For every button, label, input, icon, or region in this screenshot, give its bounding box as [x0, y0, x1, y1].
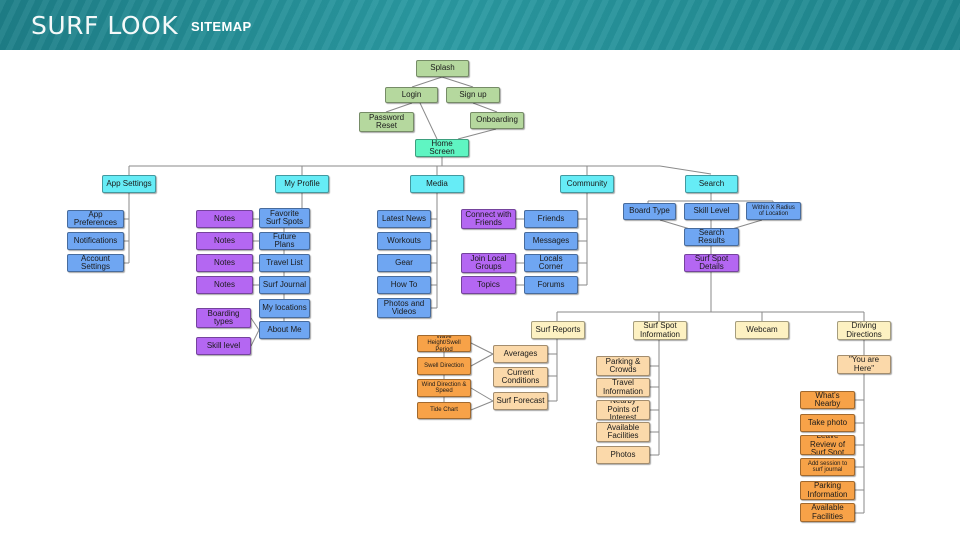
node-friends: Friends	[524, 210, 578, 228]
node-leave-review: Leave Review of Surf Spot	[800, 435, 855, 455]
node-photos-videos: Photos and Videos	[377, 298, 431, 318]
node-messages: Messages	[524, 232, 578, 250]
node-notes-1: Notes	[196, 210, 253, 228]
node-home-screen: Home Screen	[415, 139, 469, 157]
node-surf-spot-details: Surf Spot Details	[684, 254, 739, 272]
node-future-plans: Future Plans	[259, 232, 310, 250]
header-banner: SURF LOOK SITEMAP	[0, 0, 960, 50]
node-board-type: Board Type	[623, 203, 676, 220]
node-surf-reports: Surf Reports	[531, 321, 585, 339]
node-app-preferences: App Preferences	[67, 210, 124, 228]
node-parking-crowds: Parking & Crowds	[596, 356, 650, 376]
node-nearby-points: Nearby Points of Interest	[596, 400, 650, 420]
node-wind-direction: Wind Direction & Speed	[417, 379, 471, 397]
node-available-facilities-info: Available Facilities	[596, 422, 650, 442]
node-surf-spot-information: Surf Spot Information	[633, 321, 687, 340]
node-boarding-types: Boarding types	[196, 308, 251, 328]
node-travel-information: Travel Information	[596, 378, 650, 397]
node-search: Search	[685, 175, 738, 193]
node-within-radius: Within X Radius of Location	[746, 202, 801, 220]
node-webcam: Webcam	[735, 321, 789, 339]
node-surf-journal: Surf Journal	[259, 276, 310, 294]
node-notes-4: Notes	[196, 276, 253, 294]
node-join-local-groups: Join Local Groups	[461, 253, 516, 273]
node-travel-list: Travel List	[259, 254, 310, 272]
node-gear: Gear	[377, 254, 431, 272]
node-notifications: Notifications	[67, 232, 124, 250]
node-app-settings: App Settings	[102, 175, 156, 193]
node-onboarding: Onboarding	[470, 112, 524, 129]
node-photos: Photos	[596, 446, 650, 464]
node-driving-directions: Driving Directions	[837, 321, 891, 340]
node-available-facilities-driving: Available Facilities	[800, 503, 855, 522]
node-account-settings: Account Settings	[67, 254, 124, 272]
node-notes-3: Notes	[196, 254, 253, 272]
node-password-reset: Password Reset	[359, 112, 414, 132]
node-connect-friends: Connect with Friends	[461, 209, 516, 229]
node-tide-chart: Tide Chart	[417, 402, 471, 419]
node-surf-forecast: Surf Forecast	[493, 392, 548, 410]
node-averages: Averages	[493, 345, 548, 363]
node-add-session: Add session to surf journal	[800, 458, 855, 476]
node-forums: Forums	[524, 276, 578, 294]
node-parking-information: Parking Information	[800, 481, 855, 500]
brand-title: SURF LOOK	[31, 11, 179, 40]
node-notes-2: Notes	[196, 232, 253, 250]
node-current-conditions: Current Conditions	[493, 367, 548, 387]
node-whats-nearby: What's Nearby	[800, 391, 855, 409]
node-my-locations: My locations	[259, 299, 310, 318]
page-title: SITEMAP	[191, 19, 252, 34]
node-skill-level-profile: Skill level	[196, 337, 251, 355]
node-media: Media	[410, 175, 464, 193]
node-splash: Splash	[416, 60, 469, 77]
node-signup: Sign up	[446, 87, 500, 103]
node-about-me: About Me	[259, 321, 310, 339]
node-swell-direction: Swell Direction	[417, 357, 471, 375]
node-skill-level-search: Skill Level	[684, 203, 739, 220]
node-how-to: How To	[377, 276, 431, 294]
node-favorite-surf-spots: Favorite Surf Spots	[259, 208, 310, 228]
node-you-are-here: "You are Here"	[837, 355, 891, 374]
node-take-photo: Take photo	[800, 414, 855, 432]
node-community: Community	[560, 175, 614, 193]
node-latest-news: Latest News	[377, 210, 431, 228]
node-workouts: Workouts	[377, 232, 431, 250]
node-wave-height: Wave Height/Swell Period	[417, 335, 471, 352]
node-locals-corner: Locals Corner	[524, 254, 578, 272]
node-my-profile: My Profile	[275, 175, 329, 193]
node-login: Login	[385, 87, 438, 103]
node-search-results: Search Results	[684, 228, 739, 246]
node-topics: Topics	[461, 276, 516, 294]
